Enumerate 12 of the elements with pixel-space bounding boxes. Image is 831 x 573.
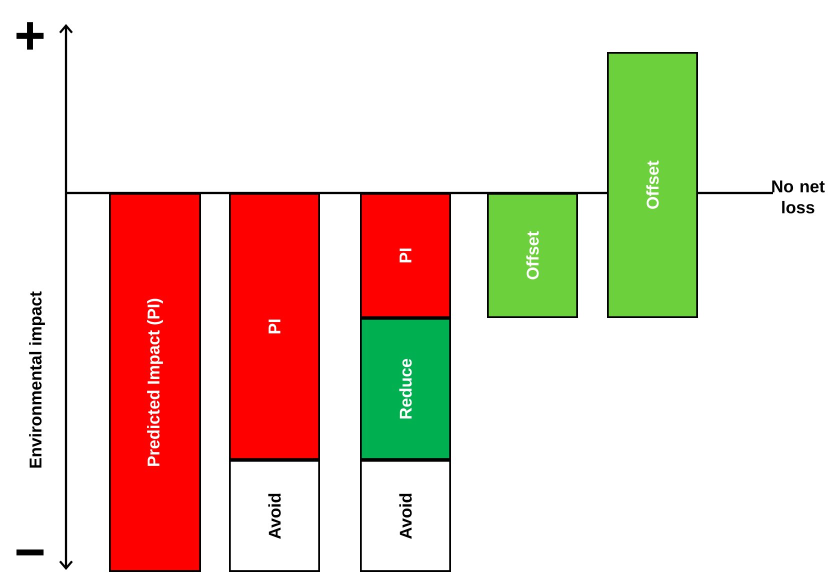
impact-bar: Offset [487,192,578,318]
line-label: No net loss [772,180,825,214]
impact-bar: Reduce [360,318,451,460]
impact-bar: Predicted Impact (PI) [109,192,201,572]
impact-bar: Avoid [360,460,451,572]
axis-label: Environmental impact [29,291,45,468]
minus-sign: − [16,550,44,556]
plus-sign: + [16,22,44,50]
impact-bar: Avoid [229,460,320,572]
impact-bar: PI [360,192,451,318]
impact-bar: Offset [607,52,698,318]
impact-bar: PI [229,192,320,460]
